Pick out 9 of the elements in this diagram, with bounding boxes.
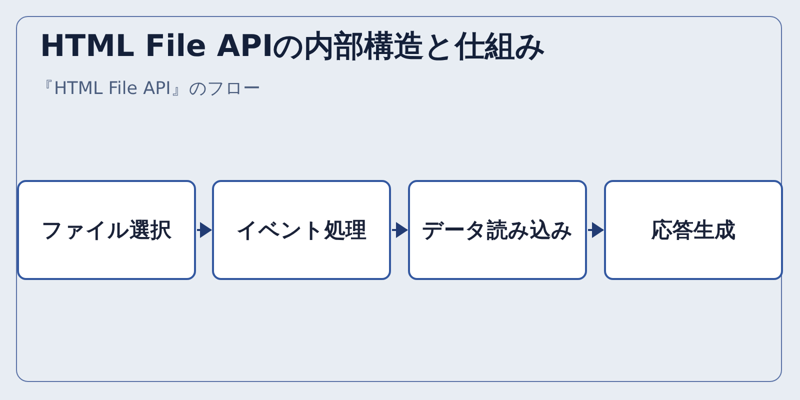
- process-box: イベント処理: [212, 180, 391, 280]
- arrow: [392, 222, 408, 238]
- arrow: [588, 222, 604, 238]
- subtitle: 『HTML File API』のフロー: [36, 78, 261, 101]
- process-box: 応答生成: [604, 180, 783, 280]
- title: HTML File APIの内部構造と仕組み: [40, 28, 546, 66]
- process-box: データ読み込み: [408, 180, 587, 280]
- arrow: [197, 222, 212, 238]
- process-box: ファイル選択: [17, 180, 196, 280]
